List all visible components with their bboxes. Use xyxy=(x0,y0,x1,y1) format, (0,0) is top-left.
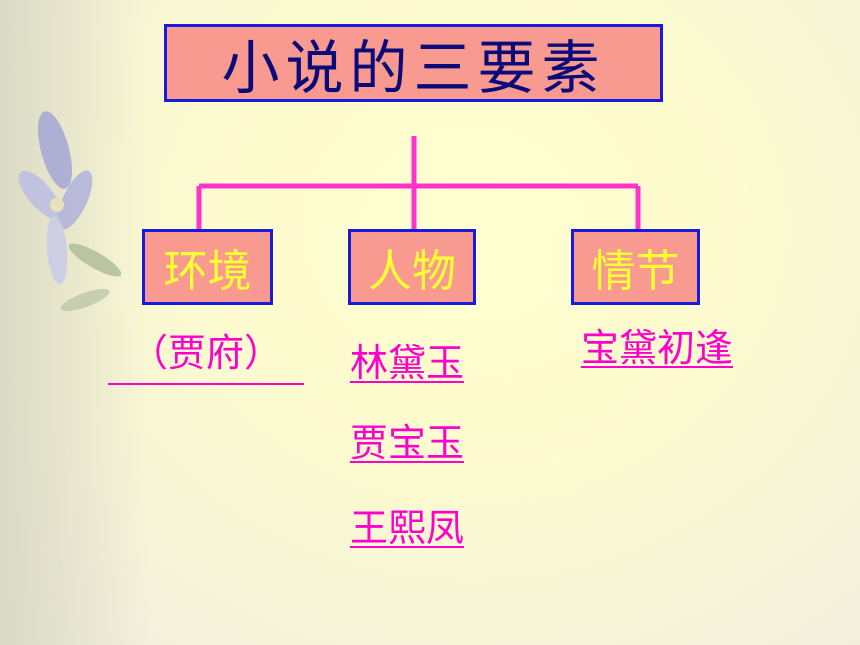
node-characters: 人物 xyxy=(348,229,476,305)
link-plot-first-meeting[interactable]: 宝黛初逢 xyxy=(581,326,734,370)
node-plot: 情节 xyxy=(571,229,700,305)
link-environment-jiafu[interactable]: （贾府） xyxy=(108,322,305,385)
link-character-wang-xifeng[interactable]: 王熙凤 xyxy=(350,506,465,550)
link-character-lin-daiyu[interactable]: 林黛玉 xyxy=(350,341,465,385)
page-title: 小说的三要素 xyxy=(164,24,663,102)
node-environment: 环境 xyxy=(142,229,273,305)
background-blur xyxy=(0,0,150,645)
flower-decoration-icon xyxy=(18,111,122,312)
link-character-jia-baoyu[interactable]: 贾宝玉 xyxy=(350,421,465,465)
